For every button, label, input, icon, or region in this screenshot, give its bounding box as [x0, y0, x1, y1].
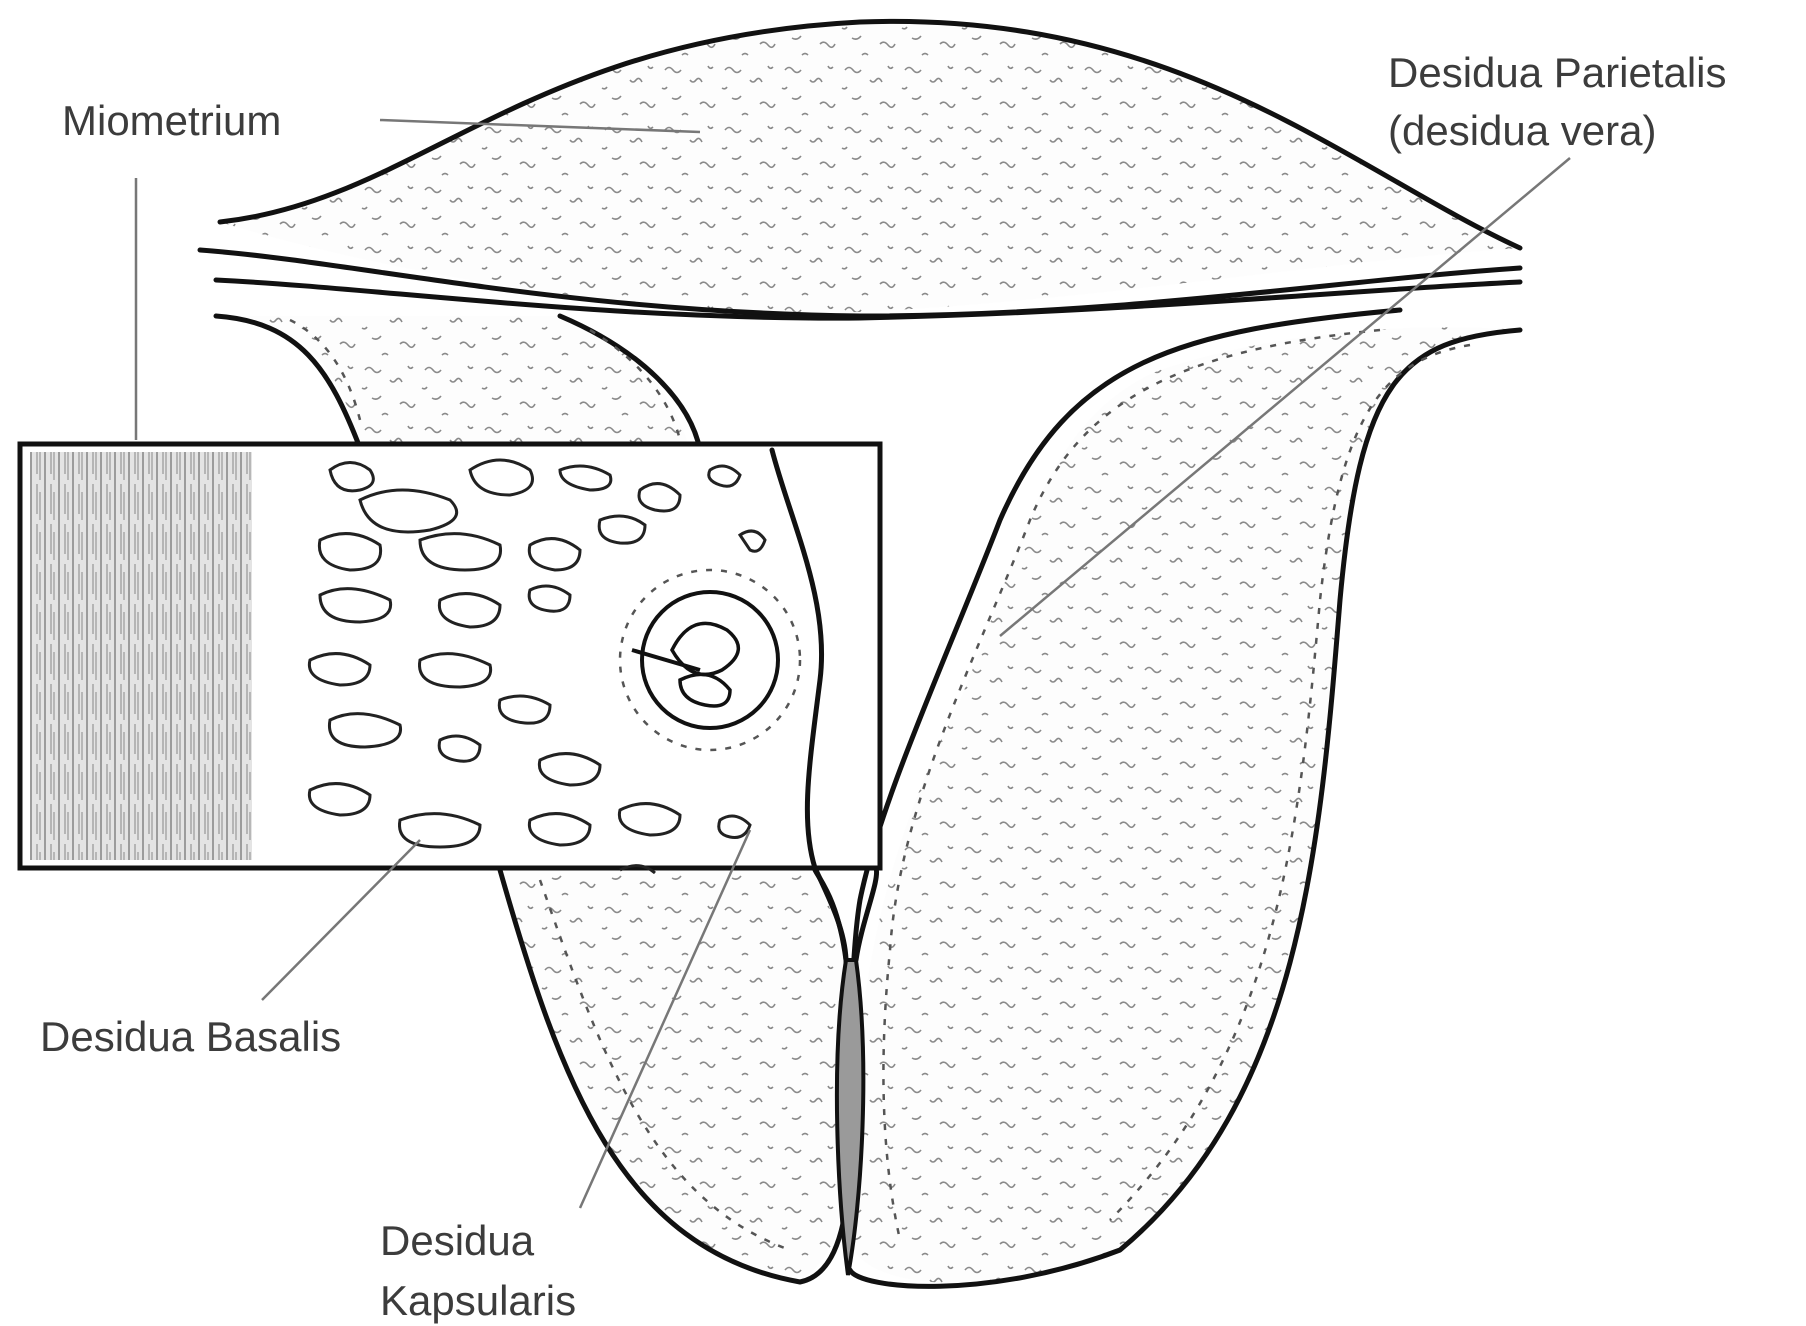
- label-desidua-kapsularis-line1: Desidua: [380, 1216, 534, 1266]
- label-desidua-basalis: Desidua Basalis: [40, 1012, 341, 1062]
- label-desidua-parietalis: Desidua Parietalis: [1388, 48, 1727, 98]
- label-desidua-vera: (desidua vera): [1388, 106, 1656, 156]
- label-miometrium: Miometrium: [62, 96, 281, 146]
- right-wall: [849, 310, 1520, 1286]
- label-desidua-kapsularis-line2: Kapsularis: [380, 1276, 576, 1326]
- upper-wall: [200, 21, 1520, 318]
